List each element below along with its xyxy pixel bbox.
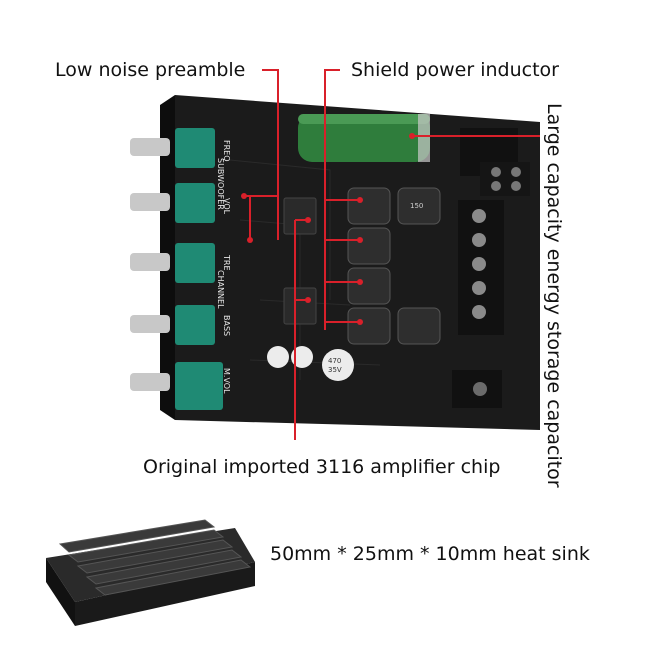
small-capacitors — [267, 346, 354, 381]
heatsink-label: 50mm * 25mm * 10mm heat sink — [270, 543, 590, 565]
silk-subwoofer: SUBWOOFER — [216, 158, 225, 210]
subwoofer-vol-knob — [130, 183, 215, 223]
silk-channel: CHANNEL — [216, 270, 225, 309]
heat-sink — [46, 519, 255, 626]
leader-lines — [244, 69, 540, 440]
silk-tre: TRE — [222, 254, 231, 271]
chip-label: Original imported 3116 amplifier chip — [143, 456, 501, 478]
capacitor-label: Large capacity energy storage capacitor — [543, 103, 565, 488]
freq-knob — [130, 128, 215, 168]
treble-knob — [130, 243, 215, 283]
silk-vol: VOL — [222, 198, 231, 215]
silk-cap-value-1: 470 — [328, 357, 341, 365]
preamble-label: Low noise preamble — [55, 59, 246, 81]
silk-mvol: M.VOL — [222, 368, 231, 394]
silk-inductor-code: 150 — [410, 202, 423, 210]
inductor-label: Shield power inductor — [351, 59, 559, 81]
energy-storage-capacitor — [298, 114, 430, 162]
silk-cap-value-2: 35V — [328, 366, 342, 374]
silk-bass: BASS — [222, 315, 231, 336]
bass-knob — [130, 305, 215, 345]
potentiometer-group — [130, 128, 223, 410]
silk-freq: FREQ — [222, 140, 231, 162]
leader-dots — [241, 133, 415, 325]
shield-inductors — [347, 187, 441, 345]
master-vol-knob — [130, 362, 223, 410]
audio-jack — [452, 370, 502, 408]
speaker-terminal-block — [458, 200, 504, 335]
